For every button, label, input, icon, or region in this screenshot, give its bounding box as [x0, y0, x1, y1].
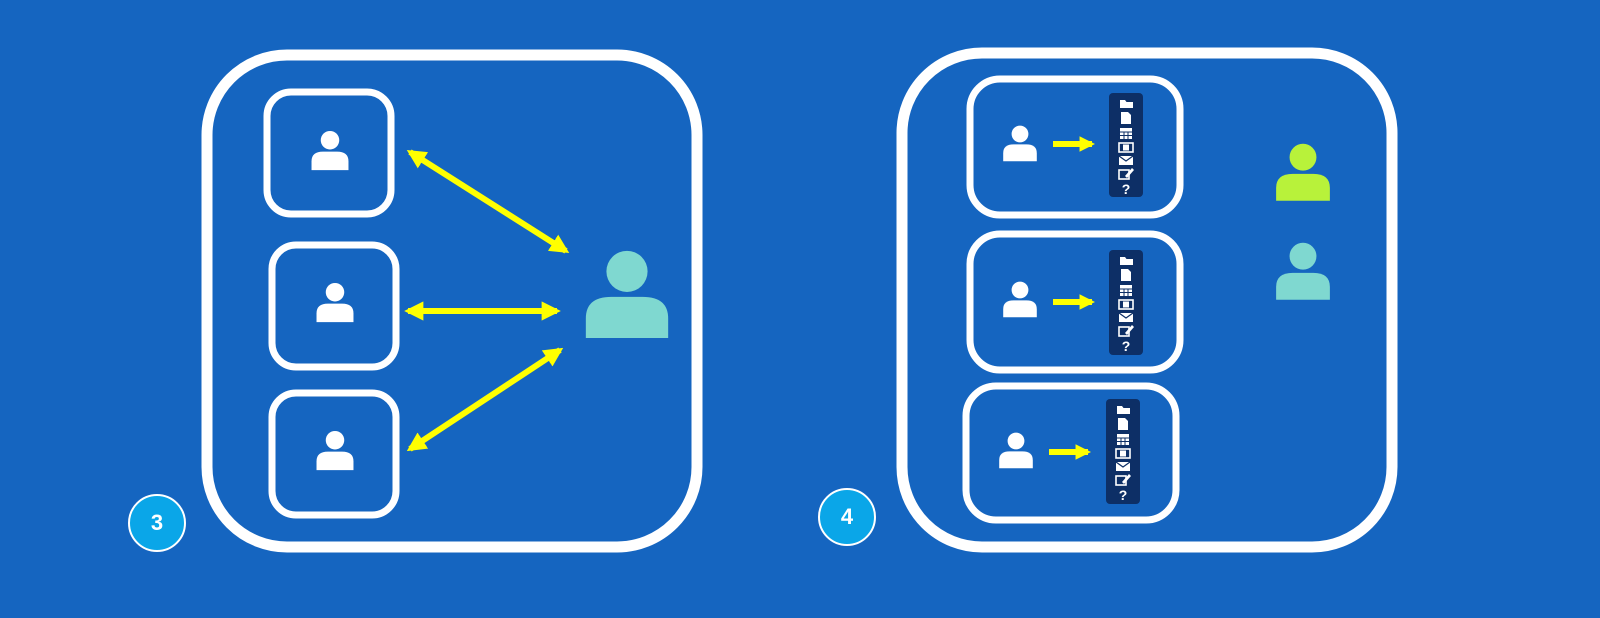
hub-user-icon [585, 250, 669, 339]
panel-4: ? [896, 47, 1398, 553]
calendar-icon [1120, 285, 1132, 296]
step-badge-3: 3 [128, 494, 186, 552]
panel-3 [201, 49, 703, 553]
user-icon [999, 432, 1033, 469]
toolbar: ? [1109, 93, 1143, 197]
folder-icon [1117, 406, 1130, 414]
toolbar: ? [1109, 250, 1143, 355]
question-icon: ? [1122, 181, 1131, 197]
user-icon [316, 282, 354, 323]
user-tools-row-2: ? [966, 230, 1184, 374]
question-icon: ? [1122, 338, 1131, 354]
edit-icon [1118, 168, 1134, 180]
folder-icon [1120, 257, 1133, 265]
user-icon [316, 430, 354, 471]
step-badge-4: 4 [818, 488, 876, 546]
user-icon [1003, 125, 1037, 162]
folder-icon [1120, 100, 1133, 108]
user-tools-row-3: ? [962, 382, 1180, 524]
teal-user-icon [1276, 242, 1330, 300]
user-tools-row-1: ? [966, 75, 1184, 219]
user-box-3 [268, 389, 400, 519]
panel-4-frame [896, 47, 1398, 553]
user-box-2 [268, 241, 400, 371]
calendar-icon [1117, 434, 1129, 445]
lime-user-icon [1276, 143, 1330, 201]
toolbar: ? [1106, 399, 1140, 504]
user-box-1 [263, 88, 395, 218]
edit-icon [1118, 325, 1134, 337]
file-icon [1118, 418, 1128, 430]
user-icon [1003, 281, 1037, 318]
film-icon [1118, 142, 1134, 153]
file-icon [1121, 269, 1131, 281]
question-icon: ? [1119, 487, 1128, 503]
panel-3-frame [201, 49, 703, 553]
calendar-icon [1120, 128, 1132, 139]
user-icon [311, 130, 349, 171]
double-arrow-bottom [406, 347, 564, 452]
edit-icon [1115, 474, 1131, 486]
film-icon [1118, 299, 1134, 310]
double-arrow-top [406, 149, 570, 254]
film-icon [1115, 448, 1131, 459]
file-icon [1121, 112, 1131, 124]
